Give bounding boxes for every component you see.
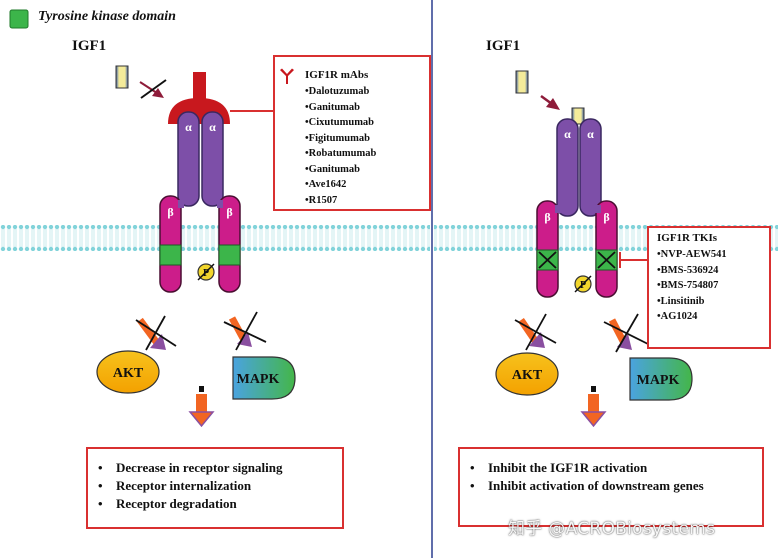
summary-item: Inhibit activation of downstream genes — [462, 477, 704, 495]
akt-label: AKT — [113, 366, 144, 381]
mab-item: •Cixutumumab — [305, 117, 375, 128]
mab-item: •Ave1642 — [305, 179, 347, 190]
mapk-node-right — [629, 357, 693, 401]
summary-item: Inhibit the IGF1R activation — [462, 459, 704, 477]
akt-label: AKT — [512, 368, 543, 383]
beta-subunit-left-1 — [159, 195, 182, 293]
akt-node-left — [96, 350, 160, 394]
igf1-label-left: IGF1 — [72, 38, 107, 54]
alpha-label: α — [564, 127, 571, 141]
akt-node-right — [495, 352, 559, 396]
alpha-subunit-right-2 — [579, 118, 602, 217]
beta-label: β — [603, 210, 609, 224]
beta-label: β — [226, 205, 232, 219]
kinase-legend-swatch — [9, 9, 29, 29]
alpha-label: α — [185, 120, 192, 134]
mapk-label: MAPK — [237, 372, 280, 387]
alpha-label: α — [209, 120, 216, 134]
mab-item: •Ganitumab — [305, 163, 361, 175]
summary-item: Decrease in receptor signaling — [90, 459, 282, 477]
mab-item: •R1507 — [305, 194, 338, 206]
antibody-icon — [280, 68, 294, 84]
beta-subunit-right-1 — [536, 200, 559, 298]
mab-box: IGF1R mAbs •Dalotuzumab •Ganitumab •Cixu… — [273, 55, 431, 211]
antibody-stem — [193, 72, 206, 100]
igf1-ligand-left — [115, 65, 129, 89]
cross-mark-ligand — [140, 79, 167, 99]
tki-item: •Linsitinib — [657, 295, 705, 307]
kinase-legend-label: Tyrosine kinase domain — [38, 9, 176, 24]
alpha-subunit-right-1 — [556, 118, 579, 217]
igf1-label-right: IGF1 — [486, 38, 521, 54]
cell-membrane-left — [0, 225, 430, 251]
kinase-domain-left-1 — [159, 244, 182, 266]
mab-box-title: IGF1R mAbs — [305, 69, 369, 81]
beta-label: β — [544, 210, 550, 224]
phospho-label: P — [580, 280, 586, 291]
mab-list: •Dalotuzumab •Ganitumab •Cixutumumab •Fi… — [305, 84, 376, 208]
tki-box: IGF1R TKIs •NVP-AEW541 •BMS-536924 •BMS-… — [647, 226, 771, 349]
mab-item: •Robatumumab — [305, 148, 377, 159]
tki-item: •AG1024 — [657, 311, 698, 322]
mapk-node-left — [232, 356, 296, 400]
mab-item: •Ganitumab — [305, 101, 361, 113]
mab-item: •Dalotuzumab — [305, 86, 370, 97]
summary-item: Receptor degradation — [90, 495, 282, 513]
watermark: 知乎 @ACROBiosystems — [508, 519, 716, 539]
kinase-domain-left-2 — [218, 244, 241, 266]
beta-subunit-right-2 — [595, 200, 618, 298]
phospho-label: P — [203, 268, 209, 279]
mab-item: •Figitumumab — [305, 132, 370, 144]
mapk-label: MAPK — [637, 373, 680, 388]
downstream-arrow-right — [588, 394, 599, 412]
igf1-bound-ligand — [571, 107, 585, 125]
summary-list-right: Inhibit the IGF1R activation Inhibit act… — [462, 459, 704, 495]
downstream-arrow-left — [196, 394, 207, 412]
tki-item: •NVP-AEW541 — [657, 249, 727, 260]
beta-label: β — [167, 205, 173, 219]
tki-item: •BMS-536924 — [657, 264, 719, 276]
alpha-label: α — [587, 127, 594, 141]
tki-list: •NVP-AEW541 •BMS-536924 •BMS-754807 •Lin… — [657, 247, 727, 325]
igf1-ligand-right — [515, 70, 529, 94]
tki-item: •BMS-754807 — [657, 280, 719, 291]
tki-box-title: IGF1R TKIs — [657, 232, 718, 244]
summary-box-left: Decrease in receptor signaling Receptor … — [86, 447, 344, 529]
summary-box-right: Inhibit the IGF1R activation Inhibit act… — [458, 447, 764, 527]
summary-item: Receptor internalization — [90, 477, 282, 495]
binding-arrow-right — [546, 98, 560, 110]
alpha-subunit-left-2 — [201, 111, 224, 207]
alpha-subunit-left-1 — [177, 111, 200, 207]
beta-subunit-left-2 — [218, 195, 241, 293]
summary-list-left: Decrease in receptor signaling Receptor … — [90, 459, 282, 513]
